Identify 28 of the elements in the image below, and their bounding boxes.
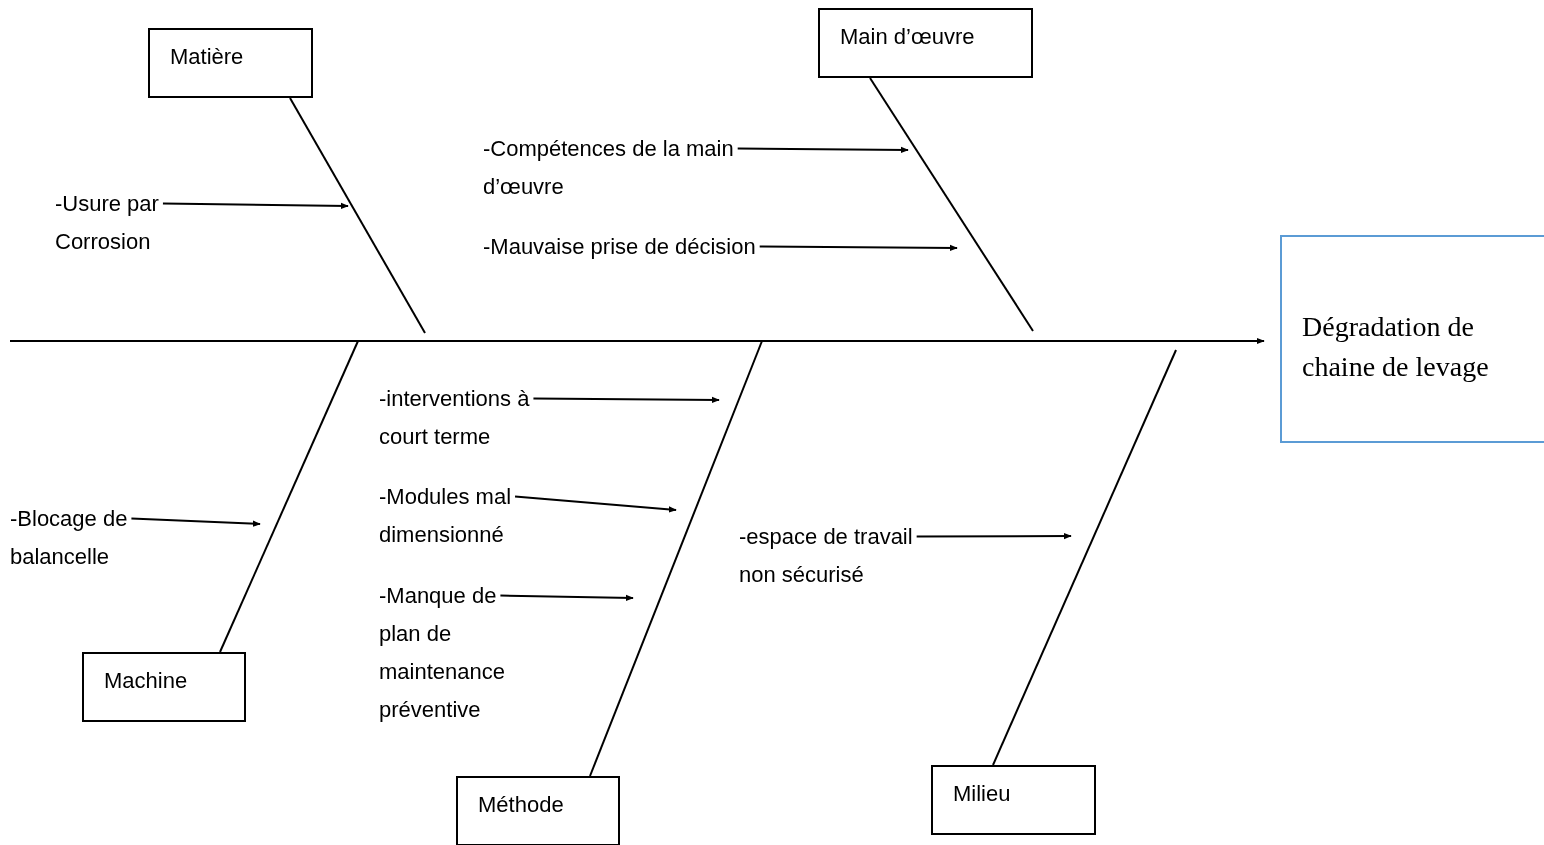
arrow xyxy=(915,532,1072,540)
cause-text: -Blocage de balancelle xyxy=(10,500,170,576)
cause-text: -Modules mal dimensionné xyxy=(379,478,563,554)
category-box: Méthode xyxy=(456,776,620,845)
category-box: Milieu xyxy=(931,765,1096,835)
arrow xyxy=(9,337,1265,345)
category-box: Main d’œuvre xyxy=(818,8,1033,78)
effect-box: Dégradation de chaine de levage xyxy=(1280,235,1544,443)
category-box: Machine xyxy=(82,652,246,722)
cause-text: -Manque de plan de maintenance préventive xyxy=(379,577,539,729)
arrow xyxy=(736,146,909,154)
cause-text: -Usure par Corrosion xyxy=(55,185,195,261)
arrow xyxy=(514,495,677,513)
arrow xyxy=(532,396,720,404)
cause-text: -interventions à court terme xyxy=(379,380,584,456)
bone-line xyxy=(589,340,763,777)
cause-text: -Compétences de la main d’œuvre xyxy=(483,130,793,206)
cause-text: -espace de travail non sécurisé xyxy=(739,518,949,594)
bone-line xyxy=(289,97,426,334)
arrow xyxy=(130,517,261,527)
arrow xyxy=(161,202,349,210)
bone-line xyxy=(869,77,1034,332)
bone-line xyxy=(992,349,1177,766)
arrow xyxy=(499,594,634,602)
bone-line xyxy=(219,340,359,653)
category-box: Matière xyxy=(148,28,313,98)
cause-text: -Mauvaise prise de décision xyxy=(483,228,843,266)
arrow xyxy=(758,244,958,252)
